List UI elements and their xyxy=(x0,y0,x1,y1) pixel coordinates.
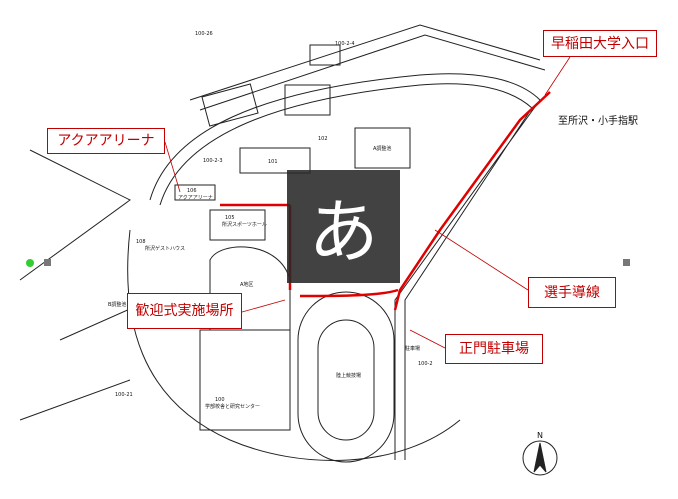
compass-needle xyxy=(533,442,547,473)
north-label: N xyxy=(537,431,543,440)
building-105 xyxy=(209,209,266,241)
pond-a xyxy=(354,127,411,169)
road xyxy=(394,99,541,460)
building xyxy=(309,44,341,66)
building xyxy=(284,84,331,116)
road xyxy=(189,24,546,111)
label: 所沢スポーツホール xyxy=(222,221,267,228)
label: 106 xyxy=(187,188,197,194)
building xyxy=(201,83,259,127)
label: 学部校舎と研究センター xyxy=(205,403,260,410)
building-101 xyxy=(239,147,311,174)
selection-handle[interactable] xyxy=(26,259,34,267)
building-100 xyxy=(199,329,291,431)
label: 100-2-4 xyxy=(335,41,355,47)
label: A調整池 xyxy=(373,145,391,152)
label: 100 xyxy=(215,397,225,403)
compass xyxy=(522,440,558,476)
stadium-outer xyxy=(297,291,395,463)
label: 100-21 xyxy=(115,392,133,398)
label: 100-26 xyxy=(195,31,213,37)
label: 100-2 xyxy=(418,361,433,367)
label: 陸上競技場 xyxy=(336,372,361,379)
label: アクアアリーナ xyxy=(178,195,213,201)
label: 108 xyxy=(136,239,146,245)
direction-text: 至所沢・小手指駅 xyxy=(558,114,638,127)
label: A地区 xyxy=(240,281,253,288)
label: 100-2-3 xyxy=(203,158,223,164)
label: 105 xyxy=(225,215,235,221)
callout-athlete-route: 選手導線 xyxy=(528,277,616,308)
callout-entrance: 早稲田大学入口 xyxy=(543,30,657,57)
label: 所沢ゲストハウス xyxy=(145,245,185,252)
callout-ceremony: 歓迎式実施場所 xyxy=(127,293,242,329)
label: 101 xyxy=(268,159,278,165)
road xyxy=(149,73,541,206)
label: 102 xyxy=(318,136,328,142)
callout-aqua-arena: アクアアリーナ xyxy=(47,128,165,154)
stadium-track xyxy=(317,319,375,441)
label: 駐車場 xyxy=(405,345,420,352)
road xyxy=(19,149,151,421)
callout-parking: 正門駐車場 xyxy=(445,334,543,364)
ime-indicator-overlay: あ xyxy=(287,170,400,283)
building-106 xyxy=(174,184,216,201)
label: B調整池 xyxy=(108,301,126,308)
selection-handle[interactable] xyxy=(623,259,630,266)
selection-handle[interactable] xyxy=(44,259,51,266)
